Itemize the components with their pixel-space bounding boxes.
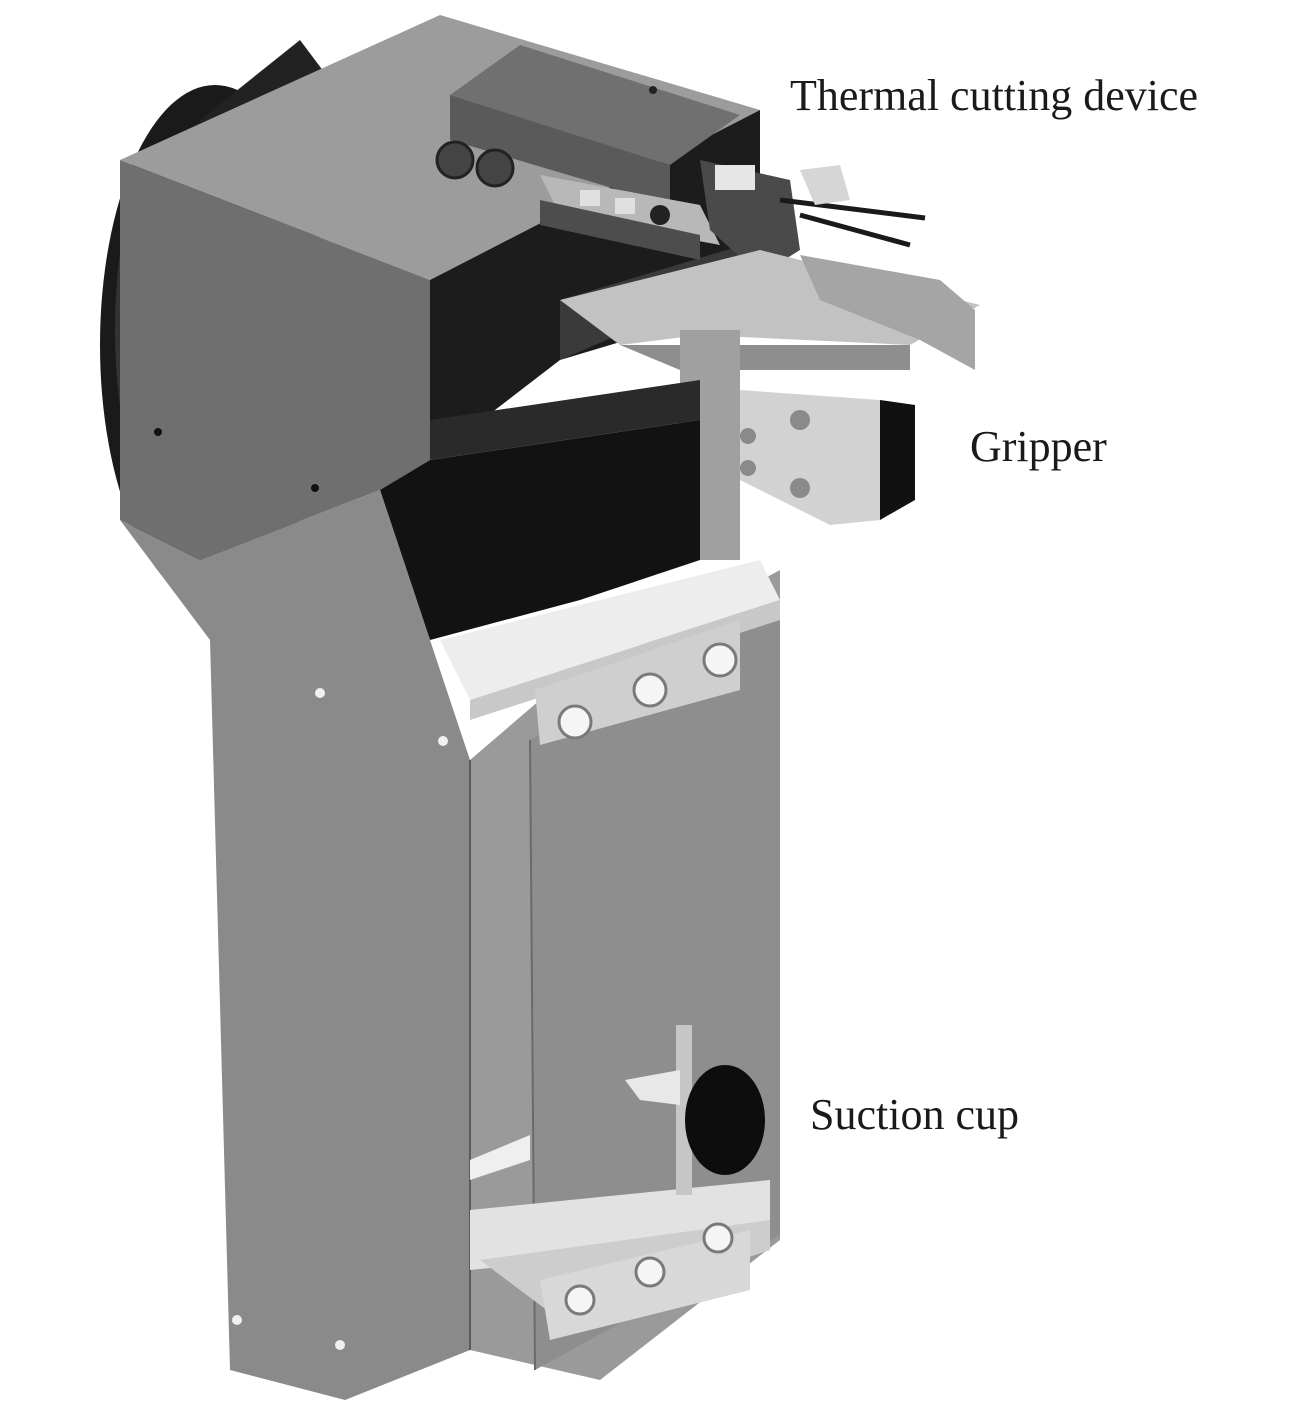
label-thermal-cutting-device: Thermal cutting device xyxy=(790,71,1199,120)
upper-rail xyxy=(440,560,780,745)
suction-cup xyxy=(625,1025,765,1195)
main-column xyxy=(120,490,780,1400)
thermal-cutting-device xyxy=(435,45,926,275)
inner-cavity xyxy=(380,380,700,640)
lower-rail xyxy=(470,1135,770,1340)
label-suction-cup: Suction cup xyxy=(810,1090,1019,1139)
label-gripper: Gripper xyxy=(970,422,1107,471)
gripper-assembly xyxy=(560,250,980,560)
screw-dots xyxy=(154,86,657,1350)
